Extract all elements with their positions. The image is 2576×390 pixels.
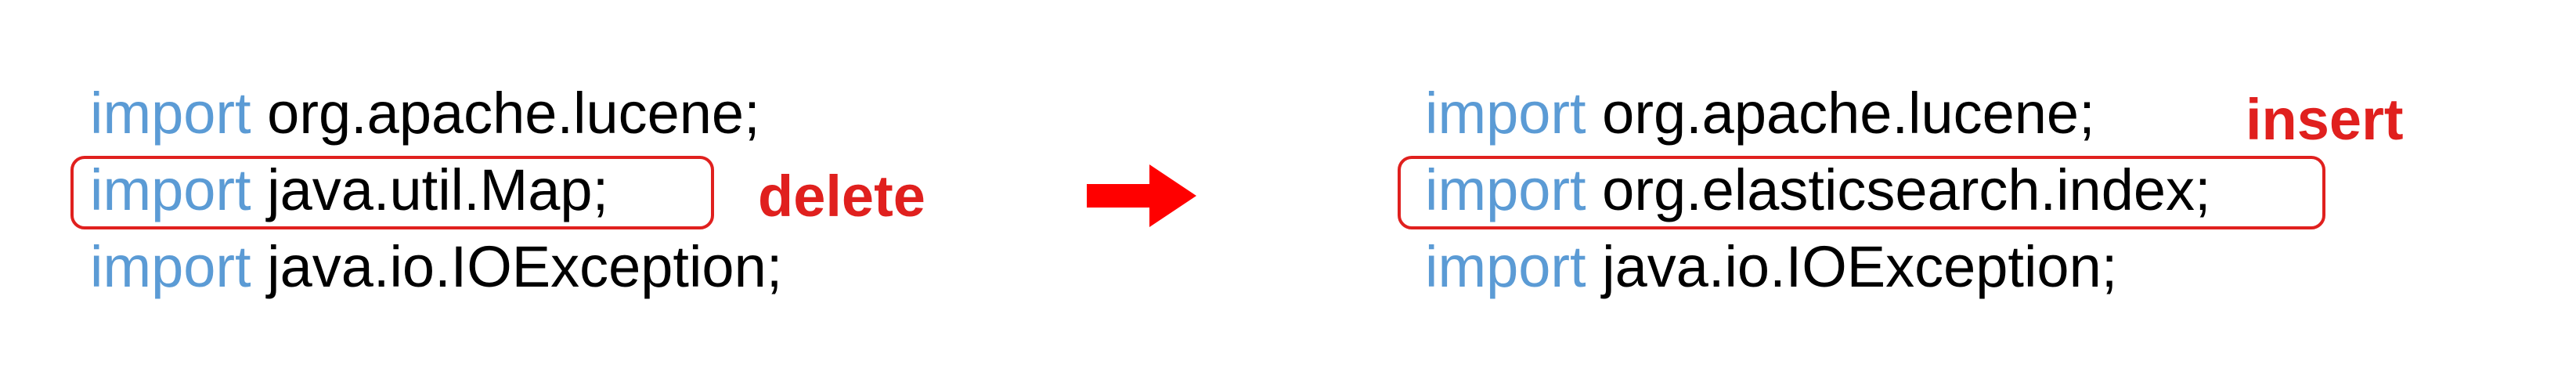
delete-label: delete xyxy=(758,164,925,229)
after-line-3: import java.io.IOException; xyxy=(1425,232,2117,302)
after-line-2: import org.elasticsearch.index; xyxy=(1425,155,2211,226)
insert-label: insert xyxy=(2246,87,2404,152)
import-path: org.elasticsearch.index; xyxy=(1602,157,2211,222)
right-arrow-icon xyxy=(1087,164,1196,227)
after-line-1: import org.apache.lucene; xyxy=(1425,78,2095,149)
import-path: java.io.IOException; xyxy=(1602,234,2118,299)
inserted-line-highlight xyxy=(1398,156,2325,229)
keyword: import xyxy=(90,234,251,299)
before-line-2: import java.util.Map; xyxy=(90,155,608,226)
import-path: java.util.Map; xyxy=(267,157,609,222)
import-path: java.io.IOException; xyxy=(267,234,783,299)
keyword: import xyxy=(1425,157,1586,222)
keyword: import xyxy=(90,157,251,222)
deleted-line-highlight xyxy=(70,156,714,229)
import-path: org.apache.lucene; xyxy=(267,81,760,146)
before-line-1: import org.apache.lucene; xyxy=(90,78,760,149)
keyword: import xyxy=(90,81,251,146)
keyword: import xyxy=(1425,81,1586,146)
keyword: import xyxy=(1425,234,1586,299)
before-line-3: import java.io.IOException; xyxy=(90,232,782,302)
import-path: org.apache.lucene; xyxy=(1602,81,2095,146)
